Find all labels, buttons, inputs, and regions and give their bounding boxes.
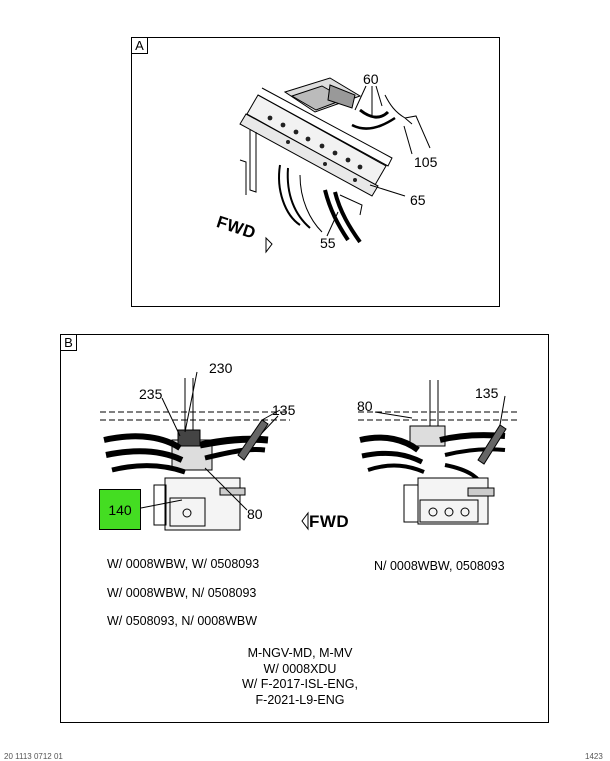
footer-left: 20 1113 0712 01 <box>4 752 63 761</box>
footer-right: 1423 <box>585 752 603 761</box>
note-left-2: W/ 0008WBW, N/ 0508093 <box>107 586 257 600</box>
callout-230: 230 <box>209 360 233 376</box>
applicability-notes: M-NGV-MD, M-MV W/ 0008XDU W/ F-2017-ISL-… <box>230 646 370 708</box>
fwd-label-b: FWD <box>309 512 350 531</box>
callout-140-highlight: 140 <box>99 489 141 530</box>
callout-135-left: 135 <box>272 402 296 418</box>
applicability-line-2: W/ 0008XDU <box>263 661 337 676</box>
note-right: N/ 0008WBW, 0508093 <box>374 559 505 573</box>
applicability-line-1: M-NGV-MD, M-MV <box>247 646 353 660</box>
applicability-line-4: F-2021-L9-ENG <box>255 692 345 707</box>
callout-105: 105 <box>414 154 438 170</box>
callout-60: 60 <box>363 71 379 87</box>
panel-b: B <box>60 334 549 723</box>
note-left-3: W/ 0508093, N/ 0008WBW <box>107 614 258 628</box>
panel-a-label: A <box>131 37 148 54</box>
callout-80-left: 80 <box>247 506 263 522</box>
callout-80-right: 80 <box>357 398 373 414</box>
callout-235: 235 <box>139 386 163 402</box>
applicability-line-3: W/ F-2017-ISL-ENG, <box>242 677 358 691</box>
callout-135-right: 135 <box>475 385 499 401</box>
note-left-1: W/ 0008WBW, W/ 0508093 <box>107 557 260 571</box>
panel-b-label: B <box>60 334 77 351</box>
callout-55: 55 <box>320 235 336 251</box>
callout-65: 65 <box>410 192 426 208</box>
